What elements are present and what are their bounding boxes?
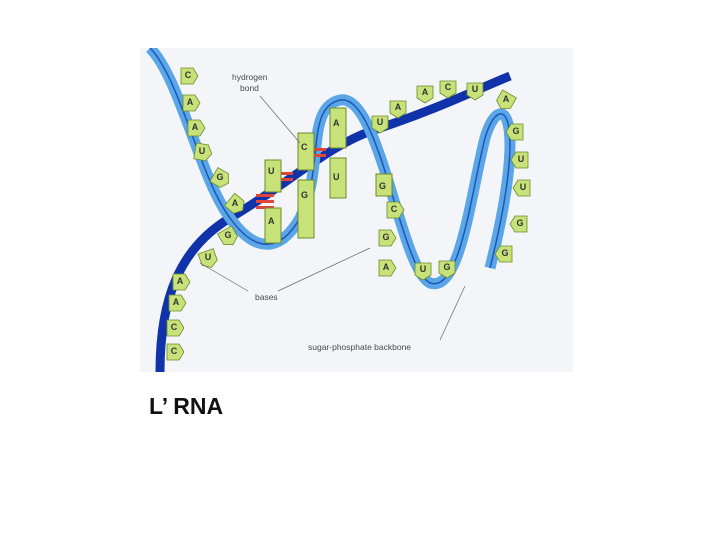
- base-left-bases-2: A: [187, 119, 206, 137]
- base-top-bases-3: A: [496, 89, 517, 110]
- base-letter: G: [224, 230, 231, 240]
- hydrogen-bond-pointer: [259, 95, 301, 144]
- base-letter: A: [173, 297, 180, 307]
- base-letter: U: [199, 146, 206, 156]
- base-letter: C: [445, 82, 452, 92]
- base-loop-bases-2: A: [378, 259, 397, 277]
- base-letter: G: [443, 262, 450, 272]
- base-letter: A: [192, 122, 199, 132]
- base-top-bases-2: U: [466, 82, 484, 101]
- slide-caption: L’ RNA: [149, 393, 224, 419]
- base-top-bases-0: A: [416, 85, 434, 104]
- base-right-bases-3: G: [509, 215, 528, 233]
- base-lower-left-bases-2: C: [166, 319, 185, 337]
- svg-text:G: G: [379, 181, 386, 191]
- base-loop-bases-1: G: [378, 229, 397, 247]
- base-right-bases-4: G: [494, 245, 513, 263]
- base-letter: U: [377, 117, 384, 127]
- base-letter: U: [205, 252, 212, 262]
- extra-base: G: [375, 173, 393, 197]
- backbone-strand-light-edge: [149, 48, 511, 285]
- base-letter: A: [503, 94, 510, 104]
- base-letter: C: [171, 346, 178, 356]
- label-hydrogen-line-2: bond: [240, 83, 259, 93]
- base-letter: U: [518, 154, 525, 164]
- base-letter: C: [185, 70, 192, 80]
- base-letter: C: [391, 204, 398, 214]
- base-right-bases-1: U: [510, 151, 529, 169]
- backbone-pointer: [439, 285, 466, 341]
- base-left-bases-4: G: [209, 167, 230, 188]
- base-loop-bases-3: U: [414, 262, 432, 281]
- right-bases: G U U G G: [494, 123, 531, 263]
- base-letter: G: [216, 172, 223, 182]
- pair-2-bottom: G: [301, 190, 308, 200]
- base-pair-1: A U: [329, 107, 347, 199]
- base-lower-left-bases-0: A: [172, 273, 191, 291]
- base-letter: G: [501, 248, 508, 258]
- base-letter: A: [232, 198, 239, 208]
- pair-2-top: C: [301, 142, 308, 152]
- left-bases: C A A U G A G U: [180, 67, 245, 268]
- base-letter: A: [177, 276, 184, 286]
- top-bases: A C U A A U: [371, 80, 517, 134]
- base-lower-left-bases-1: A: [168, 294, 187, 312]
- lower-left-bases: A A C C: [166, 273, 191, 361]
- base-top-bases-5: U: [371, 115, 389, 134]
- pair-1-top: A: [333, 118, 340, 128]
- base-letter: A: [187, 97, 194, 107]
- base-letter: A: [383, 262, 390, 272]
- base-loop-bases-0: C: [386, 201, 405, 219]
- pair-3-bottom: A: [268, 216, 275, 226]
- base-left-bases-5: A: [223, 192, 245, 214]
- base-letter: U: [420, 264, 427, 274]
- base-pair-2: C G: [297, 132, 315, 239]
- base-letter: U: [520, 182, 527, 192]
- label-bases: bases: [255, 292, 278, 302]
- bases-pointer-left: [199, 262, 249, 292]
- base-letter: G: [512, 126, 519, 136]
- base-letter: U: [472, 84, 479, 94]
- base-top-bases-1: C: [439, 80, 457, 99]
- base-right-bases-2: U: [512, 179, 531, 197]
- pair-1-bottom: U: [333, 172, 340, 182]
- base-pair-3: U A: [264, 159, 282, 244]
- base-letter: G: [516, 218, 523, 228]
- base-left-bases-3: U: [193, 142, 213, 162]
- loop-bases: C G A U G: [378, 201, 456, 281]
- base-top-bases-4: A: [389, 100, 407, 119]
- base-letter: A: [395, 102, 402, 112]
- bases-pointer-right: [277, 247, 371, 292]
- label-backbone: sugar-phosphate backbone: [308, 342, 411, 352]
- base-letter: A: [422, 87, 429, 97]
- base-left-bases-0: C: [180, 67, 199, 85]
- base-left-bases-7: U: [197, 248, 218, 268]
- base-right-bases-0: G: [505, 123, 524, 141]
- pair-3-top: U: [268, 166, 275, 176]
- label-hydrogen-line-1: hydrogen: [232, 72, 268, 82]
- base-letter: G: [382, 232, 389, 242]
- base-letter: C: [171, 322, 178, 332]
- base-left-bases-1: A: [182, 94, 201, 112]
- base-loop-bases-4: G: [438, 260, 456, 279]
- base-lower-left-bases-3: C: [166, 343, 185, 361]
- base-left-bases-6: G: [217, 225, 238, 246]
